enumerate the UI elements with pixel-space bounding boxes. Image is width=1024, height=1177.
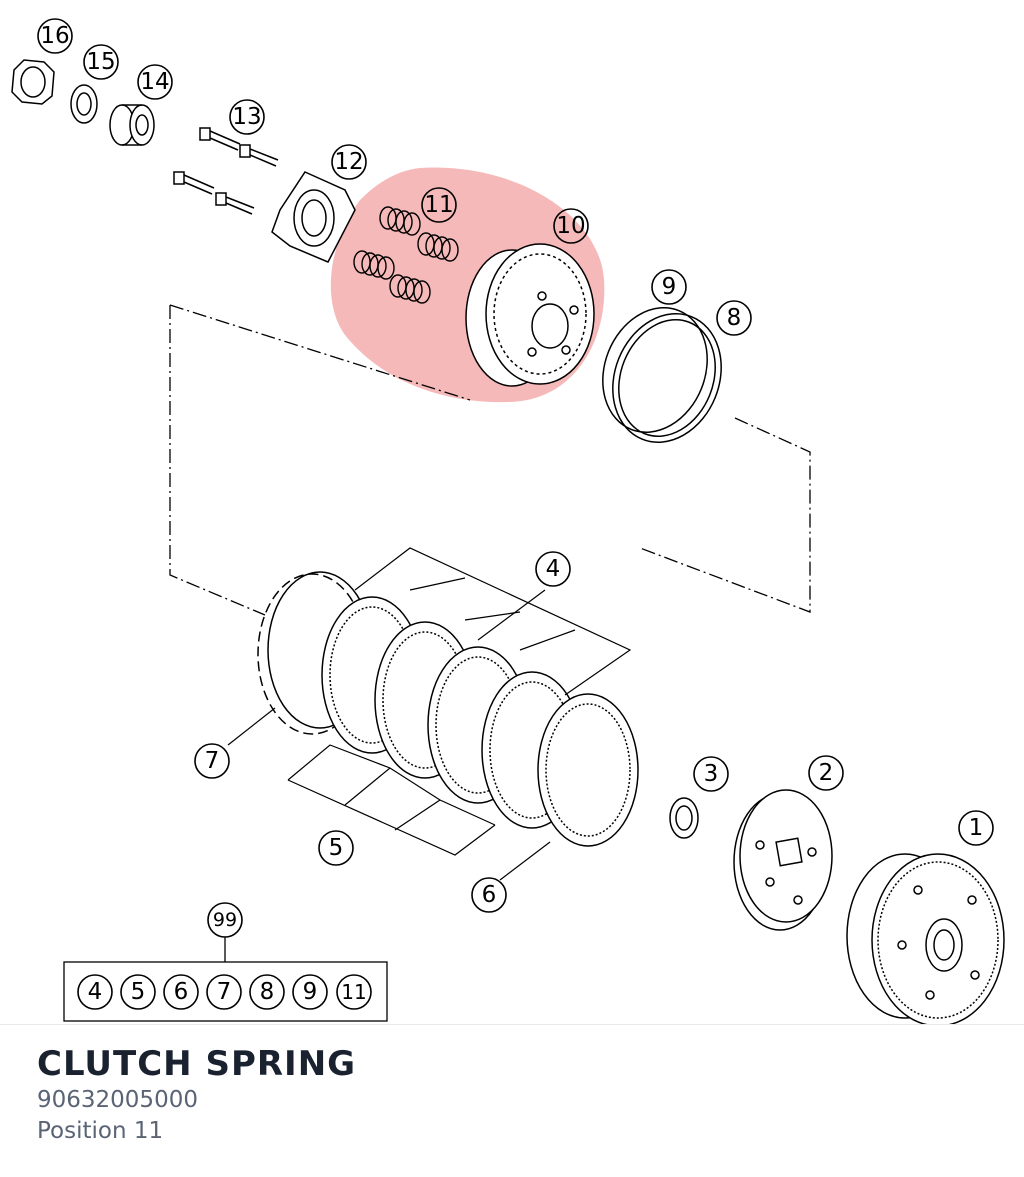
callout-3: 3 (693, 756, 729, 792)
svg-text:14: 14 (140, 69, 169, 95)
svg-text:11: 11 (341, 980, 366, 1004)
kit-item-5: 5 (120, 974, 156, 1010)
callout-14: 14 (137, 64, 173, 100)
callout-99: 99 (207, 902, 243, 938)
clutch-nut-part (11, 59, 55, 105)
callout-7: 7 (194, 743, 230, 779)
svg-text:6: 6 (174, 979, 189, 1005)
assembly-outline-right (639, 417, 811, 613)
clutch-disc-stack (257, 571, 639, 847)
pressure-plate-part (271, 171, 356, 263)
exploded-parts-diagram: 16 15 14 13 12 11 10 9 8 4 7 5 6 3 2 1 9… (11, 18, 1005, 1025)
section-divider (0, 1024, 1024, 1025)
svg-text:4: 4 (546, 556, 561, 582)
bushing-parts (602, 307, 722, 443)
part-name: CLUTCH SPRING (37, 1044, 357, 1084)
thrust-washer-part (669, 797, 699, 839)
disc-part (733, 789, 833, 931)
part-info-panel: CLUTCH SPRING 90632005000 Position 11 (37, 1043, 356, 1147)
kit-item-7: 7 (206, 974, 242, 1010)
callout-4: 4 (535, 551, 571, 587)
screw-parts (173, 127, 279, 215)
kit-item-4: 4 (77, 974, 113, 1010)
disc-leader-lines (227, 547, 632, 881)
callout-5: 5 (318, 830, 354, 866)
inner-clutch-hub-part (465, 243, 595, 387)
svg-text:3: 3 (704, 761, 719, 787)
assembly-outline-upper (169, 304, 471, 401)
callout-16: 16 (37, 18, 73, 54)
callout-12: 12 (331, 144, 367, 180)
callout-2: 2 (808, 755, 844, 791)
callout-11: 11 (421, 187, 457, 223)
svg-text:9: 9 (662, 274, 677, 300)
svg-text:99: 99 (213, 909, 237, 931)
part-number: 90632005000 (37, 1087, 198, 1113)
svg-text:7: 7 (217, 979, 232, 1005)
callout-9: 9 (651, 269, 687, 305)
svg-text:10: 10 (556, 213, 585, 239)
assembly-outline (169, 305, 266, 616)
svg-text:11: 11 (424, 192, 453, 218)
svg-text:5: 5 (329, 835, 344, 861)
svg-text:5: 5 (131, 979, 146, 1005)
bearing-part (109, 104, 155, 146)
callout-1: 1 (958, 810, 994, 846)
svg-text:13: 13 (232, 104, 261, 130)
svg-text:1: 1 (969, 815, 984, 841)
kit-item-6: 6 (163, 974, 199, 1010)
kit-item-9: 9 (292, 974, 328, 1010)
svg-text:15: 15 (86, 49, 115, 75)
kit-item-8: 8 (249, 974, 285, 1010)
callout-8: 8 (716, 300, 752, 336)
svg-text:12: 12 (334, 149, 363, 175)
outer-clutch-basket-part (846, 853, 1005, 1025)
callout-10: 10 (553, 208, 589, 244)
svg-text:4: 4 (88, 979, 103, 1005)
kit-item-11: 11 (336, 974, 372, 1010)
callout-13: 13 (229, 99, 265, 135)
svg-text:2: 2 (819, 760, 834, 786)
clutch-spring-parts (353, 206, 459, 304)
svg-text:9: 9 (303, 979, 318, 1005)
callout-15: 15 (83, 44, 119, 80)
svg-text:8: 8 (727, 305, 742, 331)
svg-text:16: 16 (40, 23, 69, 49)
svg-text:6: 6 (482, 882, 497, 908)
callout-6: 6 (471, 877, 507, 913)
svg-text:8: 8 (260, 979, 275, 1005)
part-position: Position 11 (37, 1118, 164, 1144)
washer-part (70, 84, 98, 124)
svg-text:7: 7 (205, 748, 220, 774)
